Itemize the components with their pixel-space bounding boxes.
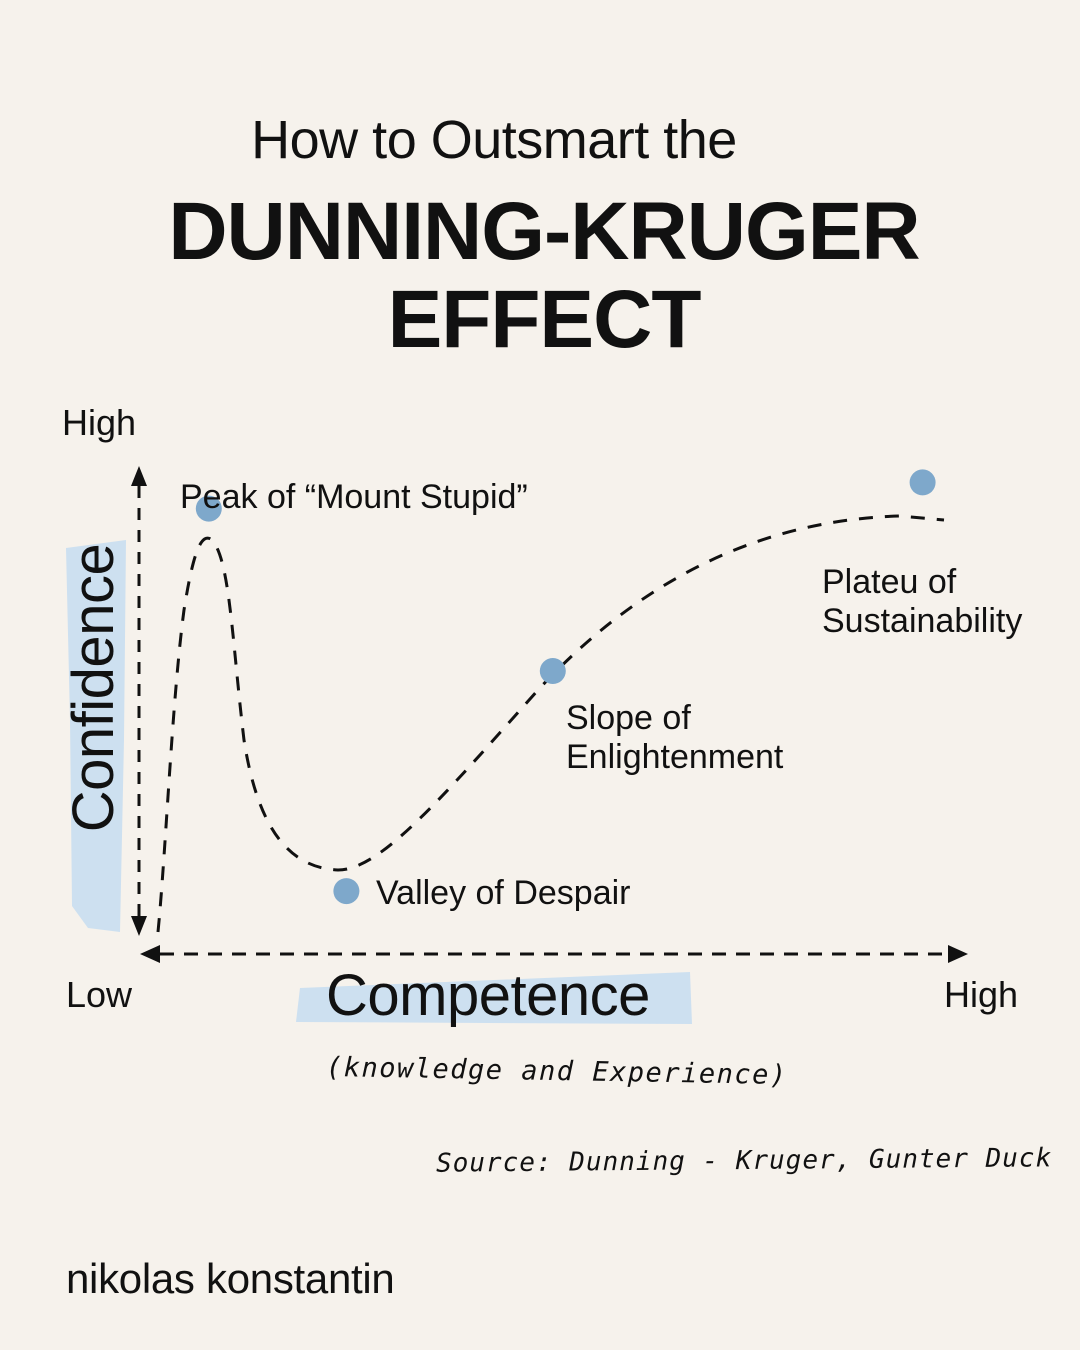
author-name: nikolas konstantin xyxy=(66,1255,395,1302)
x-axis-title: Competence xyxy=(326,963,650,1028)
stage-dot-mount-stupid xyxy=(195,495,222,522)
stage-label-slope-line-1: Slope of xyxy=(566,699,691,737)
stage-label-plateau-line-2: Sustainability xyxy=(822,602,1023,640)
y-axis-title: Confidence xyxy=(61,543,126,833)
stage-label-slope-line-2: Enlightenment xyxy=(566,738,784,776)
source-credit: Source: Dunning - Kruger, Gunter Duck xyxy=(435,1143,1053,1179)
x-axis-arrow-left xyxy=(140,945,160,963)
stage-dots-group xyxy=(195,469,936,905)
y-axis-high-label: High xyxy=(62,402,137,443)
x-axis-arrow-right xyxy=(948,945,968,963)
title-main: DUNNING-KRUGER EFFECT xyxy=(0,188,1080,364)
confidence-curve xyxy=(156,514,945,933)
stage-dot-plateau-of-sustainability xyxy=(909,469,936,496)
stage-dot-slope-of-enlightenment xyxy=(539,658,566,685)
confidence-highlight xyxy=(66,540,126,932)
stage-label-plateau-line-1: Plateu of xyxy=(822,563,957,601)
y-axis-arrow-up xyxy=(131,466,147,486)
stage-label-slope-of-enlightenment: Slope of Enlightenment xyxy=(566,699,783,777)
stage-label-valley-of-despair: Valley of Despair xyxy=(376,874,631,912)
title-line-3: EFFECT xyxy=(387,274,702,365)
title-line-1: How to Outsmart the xyxy=(251,110,737,170)
stage-dot-valley-of-despair xyxy=(333,878,360,905)
x-axis-low-label: Low xyxy=(66,974,133,1015)
competence-highlight xyxy=(296,972,692,1024)
title-line-2: DUNNING-KRUGER xyxy=(168,186,920,277)
y-axis-arrow-down xyxy=(131,916,147,936)
x-axis-high-label: High xyxy=(944,974,1019,1015)
stage-label-plateau-of-sustainability: Plateu of Sustainability xyxy=(822,563,1022,641)
stage-label-mount-stupid: Peak of “Mount Stupid” xyxy=(180,478,528,516)
